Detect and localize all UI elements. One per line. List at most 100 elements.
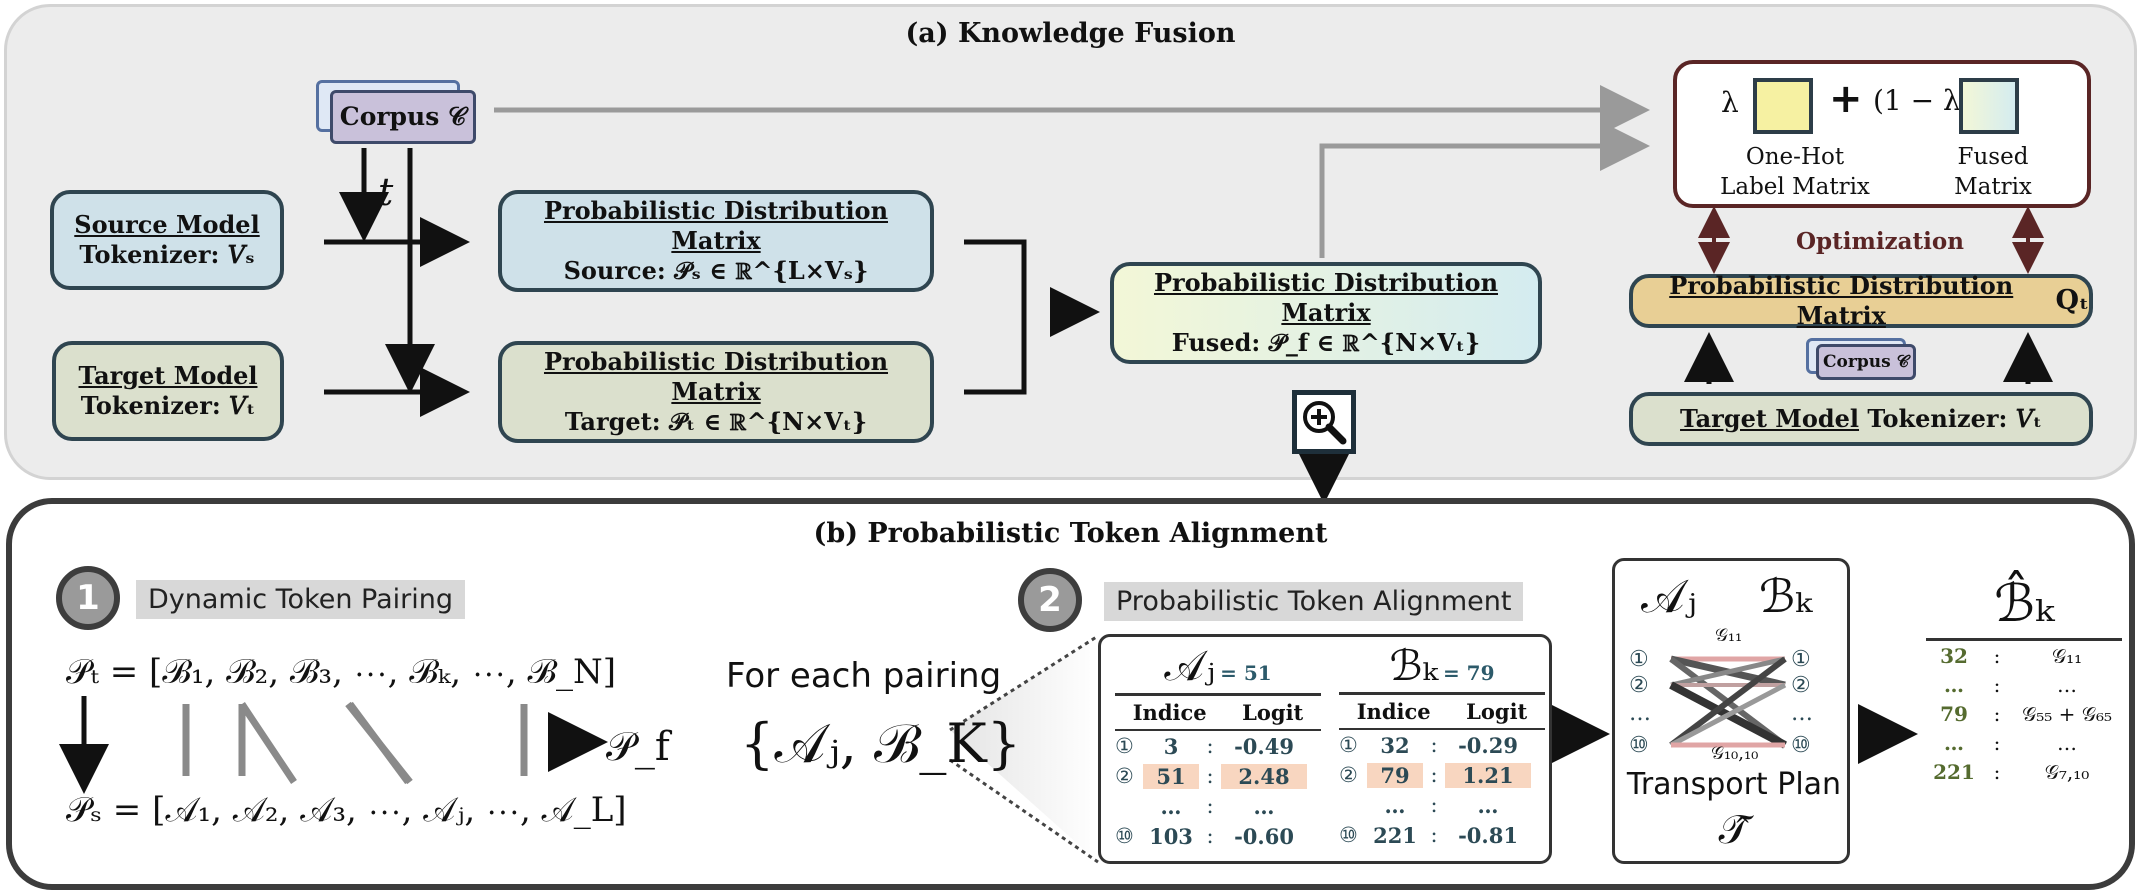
table-b-row-sep: : [1430,793,1438,817]
transport-left-mark: ⑩ [1629,733,1649,758]
zoom-in-icon[interactable] [1292,390,1356,454]
result-row-sep: : [1993,730,2001,755]
table-b-row-sep: : [1430,763,1438,787]
table-b-row-logit: 1.21 [1445,762,1531,788]
transport-right-mark: ① [1791,647,1811,672]
pdm-fused-formula: Fused: 𝒫_f ∈ ℝ^{N×Vₜ} [1171,328,1481,357]
transport-plan-label: Transport Plan [1626,767,1842,802]
pdm-q-title: Probabilistic Distribution Matrix [1669,271,2014,330]
result-header: ℬ̂ₖ [1994,574,2054,634]
pdm-target-formula: Target: 𝒫ₜ ∈ ℝ^{N×Vₜ} [564,407,868,436]
g1010-label: 𝒢₁₀,₁₀ [1711,743,1759,764]
table-b-header: ℬₖ = 79 [1339,641,1545,690]
result-row-value: 𝒢₁₁ [2051,643,2083,668]
result-row-sep: : [1993,672,2001,697]
table-a-row-logit: -0.60 [1234,823,1294,849]
for-each-pairing-label: For each pairing [726,656,1002,696]
table-a-row-sep: : [1206,764,1214,788]
table-a-row-logit: 2.48 [1221,763,1307,789]
plus-symbol: + [1829,76,1863,122]
one-hot-label: One-Hot Label Matrix [1720,144,1870,200]
result-row-sep: : [1993,759,2001,784]
fused-matrix-label: Fused Matrix [1954,144,2032,200]
transport-left-mark: … [1629,701,1651,726]
result-row-value: … [2057,672,2077,697]
table-b-row: …:… [1339,790,1545,820]
result-row-sep: : [1993,643,2001,668]
table-b-columns: Indice Logit [1339,695,1545,728]
magnifier-glyph [1303,401,1347,445]
fused-matrix-square [1959,78,2019,134]
table-b-row-indice: 79 [1367,762,1423,788]
table-b-row-logit: -0.81 [1458,822,1518,848]
table-a-columns: Indice Logit [1115,696,1321,729]
table-a-row-logit: -0.49 [1234,733,1294,759]
transport-left-mark: ② [1629,673,1649,698]
result-row-value: 𝒢₅₅ + 𝒢₆₅ [2021,701,2113,726]
pairing-set: {𝒜ⱼ, ℬ_K} [740,712,1022,775]
result-row: 79: 𝒢₅₅ + 𝒢₆₅ [1926,699,2122,728]
table-a-col-logit: Logit [1242,700,1304,725]
target-tokenizer-title: Target Model [1680,404,1860,433]
result-table: ℬ̂ₖ 32:𝒢₁₁…:…79:𝒢₅₅ + 𝒢₆₅…:…221:𝒢₇,₁₀ [1926,574,2122,786]
pdm-fused-title: Probabilistic Distribution Matrix [1153,268,1499,327]
pdm-target-title: Probabilistic Distribution Matrix [543,347,889,406]
result-row-sep: : [1993,701,2001,726]
table-a-row-mark: ② [1115,764,1134,788]
result-row-indice: 221 [1933,759,1975,784]
table-b-row-mark: ② [1339,763,1358,787]
result-body: 32:𝒢₁₁…:…79:𝒢₅₅ + 𝒢₆₅…:…221:𝒢₇,₁₀ [1926,641,2122,786]
one-hot-matrix-square [1753,78,1813,134]
pdm-q-symbol: Qₜ [2055,285,2089,316]
source-model-box: Source Model Tokenizer: 𝑉ₛ [50,190,284,290]
optimization-label: Optimization [1796,228,1964,255]
table-b-col-indice: Indice [1356,699,1431,724]
result-row-indice: … [1944,730,1964,755]
table-a-row-mark: ① [1115,734,1134,758]
transport-right-mark: … [1791,701,1813,726]
table-b-row-sep: : [1430,823,1438,847]
table-b-row-indice: … [1384,792,1406,818]
pdm-source-title: Probabilistic Distribution Matrix [543,196,889,255]
step-2-badge: 2 [1018,568,1082,632]
knowledge-fusion-title: (a) Knowledge Fusion [905,18,1236,49]
result-row: …: … [1926,728,2122,757]
ps-sequence: 𝒫ₛ = [𝒜₁, 𝒜₂, 𝒜₃, ⋯, 𝒜ⱼ, ⋯, 𝒜_L] [66,790,627,830]
table-b-row-mark: ① [1339,733,1358,757]
pdm-source-formula: Source: 𝒫ₛ ∈ ℝ^{L×Vₛ} [563,256,869,285]
transport-b-symbol: ℬₖ [1759,569,1812,623]
result-row-indice: … [1944,672,1964,697]
target-tokenizer-box: Target Model Tokenizer: 𝑉ₜ [1629,392,2093,446]
table-a-row: ② 51:2.48 [1115,761,1321,791]
result-row-indice: 79 [1940,701,1968,726]
pdm-fused-box: Probabilistic Distribution Matrix Fused:… [1110,262,1542,364]
target-model-tokenizer: Tokenizer: 𝑉ₜ [80,391,256,420]
result-row: 221:𝒢₇,₁₀ [1926,757,2122,786]
result-row-indice: 32 [1940,643,1968,668]
step-1-badge: 1 [56,566,120,630]
transport-right-mark: ② [1791,673,1811,698]
result-row: 32: 𝒢₁₁ [1926,641,2122,670]
table-b-value: = 79 [1442,661,1495,685]
step-1-label: Dynamic Token Pairing [136,580,466,619]
target-model-box: Target Model Tokenizer: 𝑉ₜ [52,341,284,441]
transport-right-mark: ⑩ [1791,733,1811,758]
pf-label: 𝒫_f [606,724,670,770]
one-minus-lambda: (1 − λ) [1873,84,1972,117]
lambda-symbol: λ [1721,86,1739,119]
table-a-value: = 51 [1220,661,1272,685]
result-row-value: … [2057,730,2077,755]
table-a-row-sep: : [1206,794,1214,818]
table-a-row-indice: 51 [1143,763,1199,789]
table-b-row-sep: : [1430,733,1438,757]
table-a-col-indice: Indice [1132,700,1207,725]
